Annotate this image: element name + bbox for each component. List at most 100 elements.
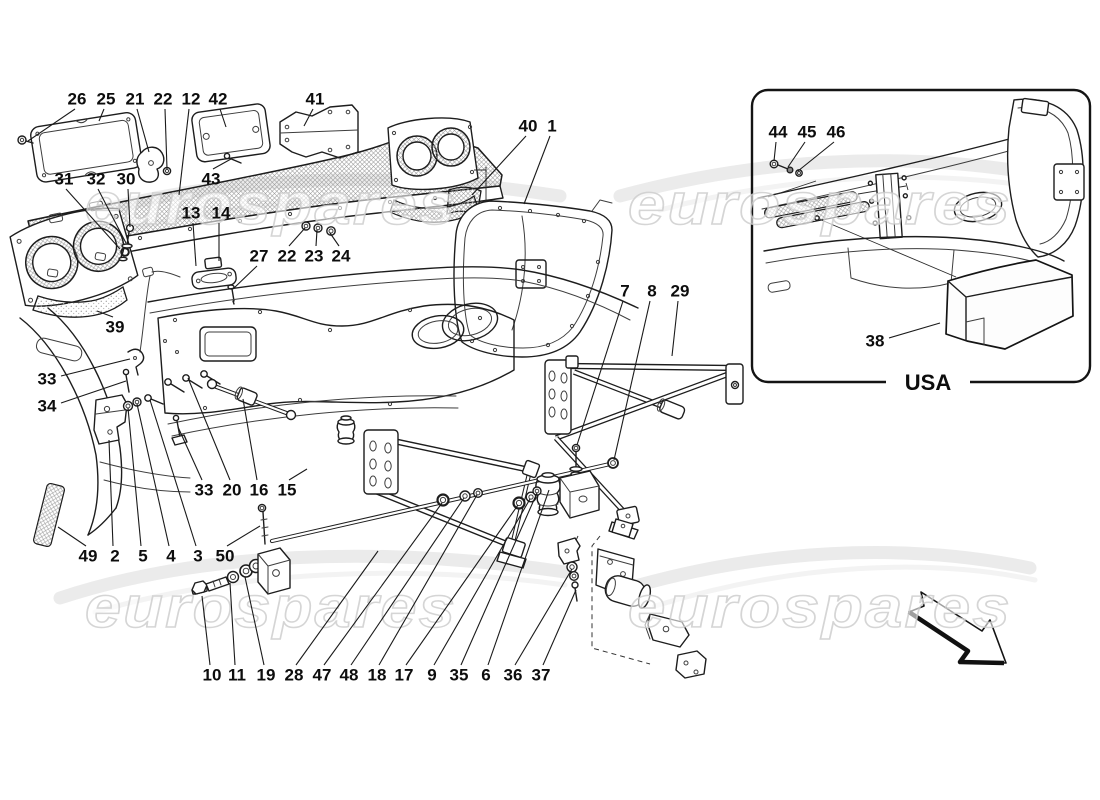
callout-2: 2 xyxy=(110,547,119,566)
leader-line-28 xyxy=(295,550,379,666)
leader-line-44 xyxy=(773,141,777,162)
leader-line-15 xyxy=(288,468,308,481)
leader-line-11 xyxy=(229,582,236,666)
leader-line-10 xyxy=(201,595,211,666)
leader-line-31 xyxy=(65,188,121,250)
callout-9: 9 xyxy=(427,666,436,685)
usa-caption-gap xyxy=(886,371,970,393)
bolt-10-group xyxy=(191,558,264,595)
callout-42: 42 xyxy=(209,90,228,109)
watermark-text: eurospares xyxy=(85,172,457,237)
leader-line-29 xyxy=(671,300,679,357)
screw-34 xyxy=(122,368,130,393)
leader-line-4 xyxy=(136,403,170,547)
license-plate-frame-b xyxy=(191,103,271,163)
strip-49 xyxy=(33,482,65,548)
trim-strip-39 xyxy=(32,285,128,318)
callout-7: 7 xyxy=(620,282,629,301)
leader-line-22 xyxy=(164,108,168,170)
bolt-44-45-46 xyxy=(767,159,817,198)
leader-line-48 xyxy=(350,497,465,666)
leader-line-13 xyxy=(192,222,197,267)
watermark-text: eurospares xyxy=(628,172,1012,237)
callout-33: 33 xyxy=(38,370,57,389)
leader-line-27 xyxy=(232,265,258,290)
leader-line-26 xyxy=(27,108,76,142)
leader-line-23 xyxy=(315,229,318,247)
leader-line-6 xyxy=(487,489,550,666)
tie-rod-16 xyxy=(206,378,297,421)
watermark-text: eurospares xyxy=(85,575,457,640)
bracket-2 xyxy=(93,394,128,445)
callout-35: 35 xyxy=(450,666,469,685)
callout-18: 18 xyxy=(368,666,387,685)
leader-line-34 xyxy=(60,380,127,404)
callout-41: 41 xyxy=(306,90,325,109)
leader-line-42 xyxy=(219,108,227,128)
clamp-block-50 xyxy=(257,503,291,595)
callout-19: 19 xyxy=(257,666,276,685)
callout-12: 12 xyxy=(182,90,201,109)
callout-38: 38 xyxy=(866,332,885,351)
leader-line-38 xyxy=(888,322,941,339)
leader-line-32 xyxy=(97,188,127,244)
leader-line-35 xyxy=(460,492,538,666)
callout-16: 16 xyxy=(250,481,269,500)
usa-inset-drawing xyxy=(757,97,1085,350)
callout-33: 33 xyxy=(195,481,214,500)
leader-line-25 xyxy=(98,108,105,122)
callout-3: 3 xyxy=(193,547,202,566)
washers-22-23-24 xyxy=(301,221,336,236)
callout-50: 50 xyxy=(216,547,235,566)
callout-40: 40 xyxy=(519,117,538,136)
leader-line-50 xyxy=(226,525,261,547)
leader-line-24 xyxy=(329,232,340,247)
leader-line-37 xyxy=(542,589,577,666)
callout-48: 48 xyxy=(340,666,359,685)
bolt-stack-30-31-32 xyxy=(118,223,135,262)
license-light-13-14 xyxy=(191,256,237,290)
leader-line-1 xyxy=(523,135,551,205)
leader-line-7 xyxy=(576,300,624,446)
callout-31: 31 xyxy=(55,170,74,189)
callout-49: 49 xyxy=(79,547,98,566)
watermark-text: eurospares xyxy=(628,575,1012,640)
leader-line-41 xyxy=(303,108,314,127)
callout-6: 6 xyxy=(481,666,490,685)
callout-29: 29 xyxy=(671,282,690,301)
leader-line-16 xyxy=(242,398,258,481)
callout-21: 21 xyxy=(126,90,145,109)
callout-15: 15 xyxy=(278,481,297,500)
callout-1: 1 xyxy=(547,117,556,136)
inner-reinforcement xyxy=(147,266,639,437)
leader-line-36 xyxy=(514,568,573,666)
callout-20: 20 xyxy=(223,481,242,500)
screw-26 xyxy=(17,135,34,145)
leader-line-40 xyxy=(471,135,527,196)
muffler-bracket-cluster xyxy=(557,518,707,679)
mount-block xyxy=(559,470,600,519)
license-plate-frame-a xyxy=(30,111,143,183)
callout-45: 45 xyxy=(798,123,817,142)
callout-4: 4 xyxy=(166,547,176,566)
callout-36: 36 xyxy=(504,666,523,685)
callout-23: 23 xyxy=(305,247,324,266)
usa-inset-box: USA xyxy=(750,88,1092,395)
hook-33 xyxy=(127,348,145,376)
callout-5: 5 xyxy=(138,547,147,566)
direction-arrow xyxy=(907,591,1007,666)
leader-line-33 xyxy=(177,426,203,481)
callout-22: 22 xyxy=(154,90,173,109)
callout-24: 24 xyxy=(332,247,351,266)
callout-27: 27 xyxy=(250,247,269,266)
callout-44: 44 xyxy=(769,123,788,142)
leader-line-33 xyxy=(60,358,131,377)
leader-line-20 xyxy=(187,377,231,481)
callout-39: 39 xyxy=(106,318,125,337)
callout-46: 46 xyxy=(827,123,846,142)
callout-26: 26 xyxy=(68,90,87,109)
callout-11: 11 xyxy=(228,666,246,685)
leader-line-18 xyxy=(378,494,478,666)
